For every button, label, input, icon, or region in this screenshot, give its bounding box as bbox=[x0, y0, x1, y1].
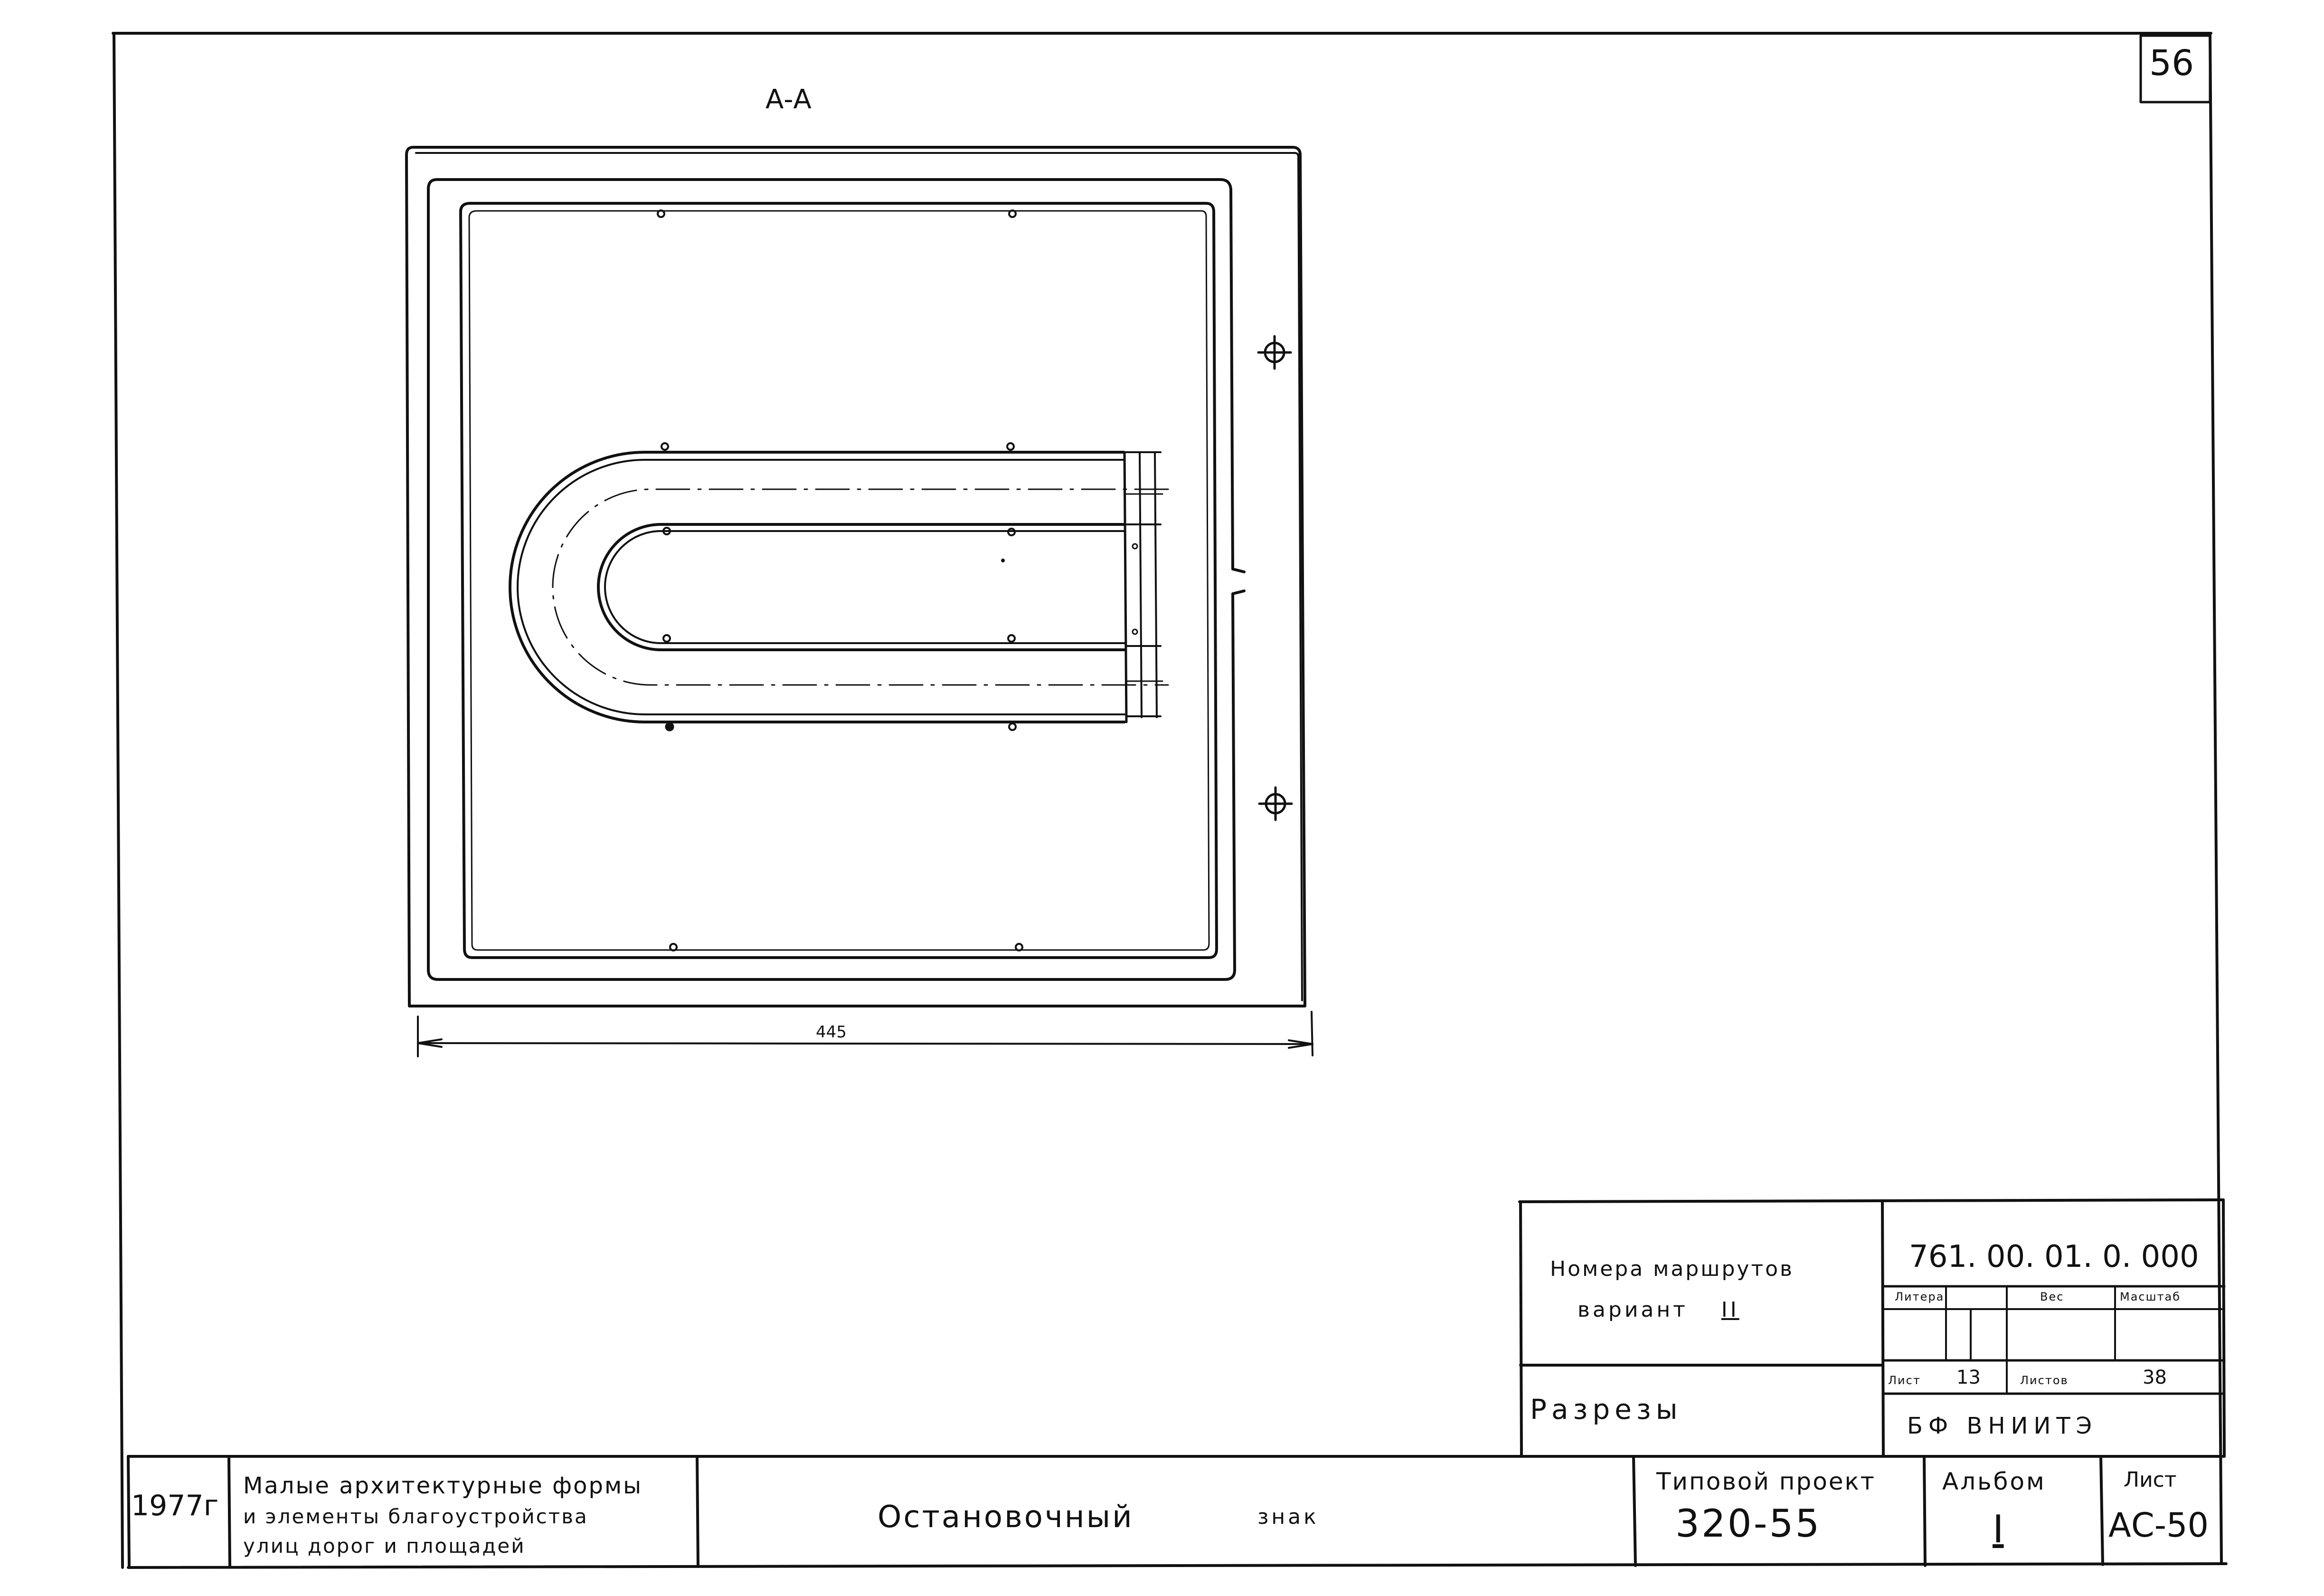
col-masshtab: Масштаб bbox=[2120, 1290, 2181, 1303]
sheet-value: АС-50 bbox=[2108, 1506, 2209, 1545]
year: 1977г bbox=[131, 1489, 219, 1522]
section-label: А-А bbox=[765, 84, 812, 115]
variant-word: вариант bbox=[1578, 1298, 1688, 1322]
sheet-frame bbox=[112, 32, 2228, 1569]
list-label: Лист bbox=[1888, 1374, 1921, 1387]
col-ves: Вес bbox=[2040, 1290, 2064, 1303]
sheet-number-box bbox=[2139, 34, 2211, 104]
sheet-number: 56 bbox=[2149, 43, 2194, 84]
listov-value: 38 bbox=[2143, 1367, 2167, 1388]
title-block bbox=[127, 1198, 2226, 1569]
category-line3: улиц дорог и площадей bbox=[243, 1534, 526, 1558]
category-line2: и элементы благоустройства bbox=[243, 1505, 588, 1528]
u-shaped-tube bbox=[509, 451, 1169, 723]
drawing-subject-line2: вариант II bbox=[1578, 1300, 1739, 1320]
variant-mark: II bbox=[1721, 1298, 1739, 1322]
dimension-label: 445 bbox=[816, 1023, 847, 1042]
mounting-hole-bottom bbox=[1258, 786, 1293, 821]
mounting-hole-top bbox=[1257, 335, 1292, 370]
list-value: 13 bbox=[1956, 1367, 1981, 1388]
organization: БФ ВНИИТЭ bbox=[1907, 1413, 2098, 1439]
col-litera: Литера bbox=[1895, 1290, 1945, 1303]
typical-project-label: Типовой проект bbox=[1656, 1468, 1876, 1495]
section-drawing bbox=[405, 146, 1313, 1057]
product-word2: знак bbox=[1257, 1505, 1319, 1529]
typical-project-value: 320-55 bbox=[1675, 1501, 1822, 1546]
width-dimension-line bbox=[417, 1011, 1313, 1057]
category-line1: Малые архитектурные формы bbox=[243, 1472, 643, 1499]
album-label: Альбом bbox=[1942, 1468, 2046, 1495]
section-title: Разрезы bbox=[1530, 1393, 1682, 1425]
product-word1: Остановочный bbox=[878, 1500, 1134, 1535]
album-value: I bbox=[1993, 1507, 2004, 1551]
listov-label: Листов bbox=[2020, 1374, 2069, 1387]
drawing-subject-line1: Номера маршрутов bbox=[1550, 1257, 1794, 1281]
drawing-code: 761. 00. 01. 0. 000 bbox=[1909, 1239, 2199, 1274]
sheet-label: Лист bbox=[2124, 1468, 2177, 1492]
